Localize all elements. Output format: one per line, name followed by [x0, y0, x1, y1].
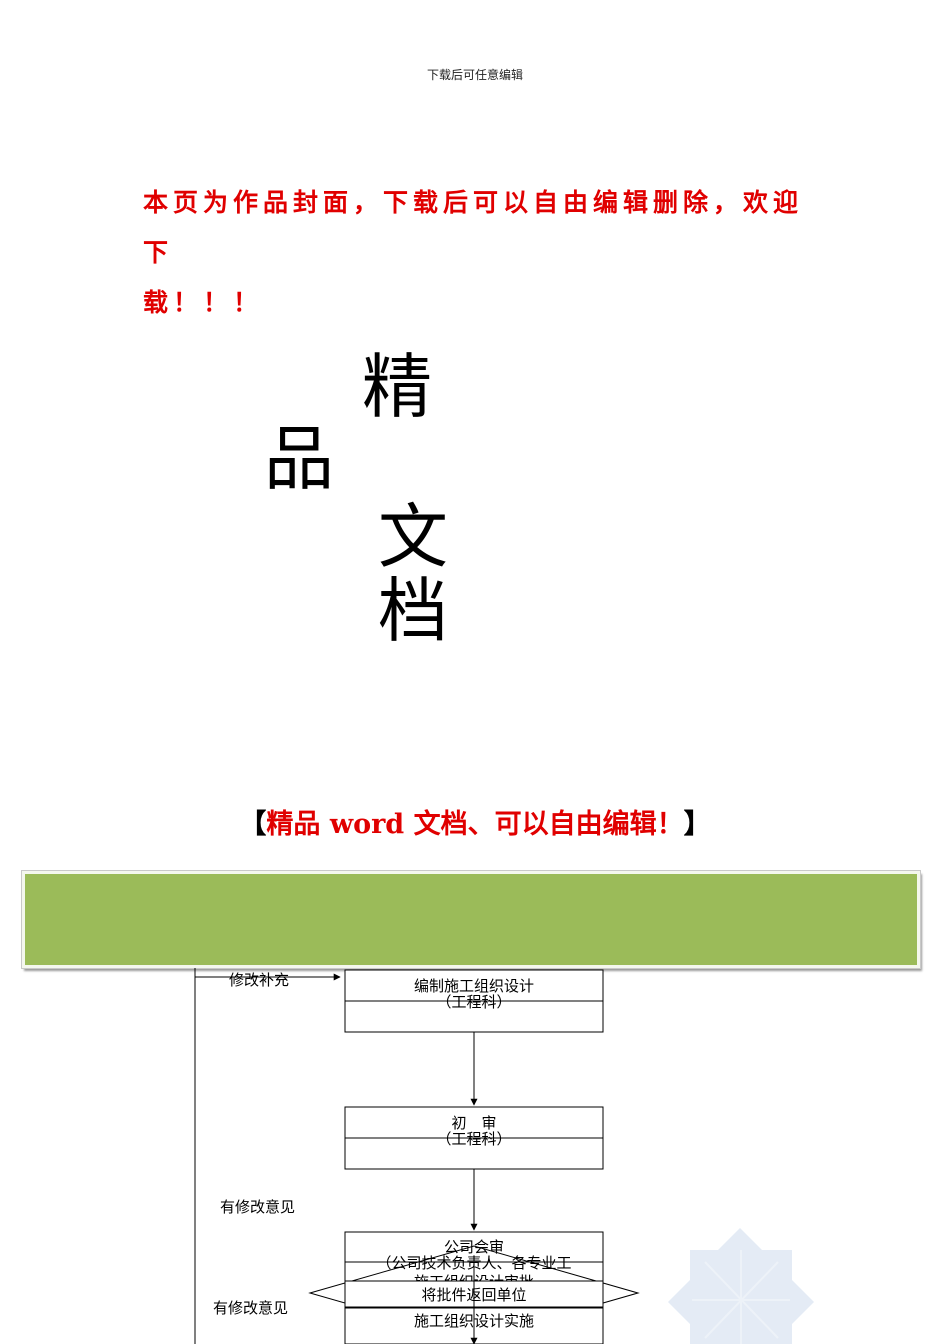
- green-banner: [22, 871, 920, 968]
- box-initial-review: [344, 1106, 604, 1170]
- tagline: 【精品 word 文档、可以自由编辑！】: [0, 802, 950, 841]
- box-compile-plan: [344, 969, 604, 1033]
- title-char-2: 品: [264, 418, 334, 500]
- box1-title: 编制施工组织设计: [414, 977, 534, 995]
- tagline-text: 精品 word 文档、可以自由编辑！: [266, 809, 684, 840]
- title-char-1: 精: [362, 346, 432, 428]
- side-label-2: 有修改意见: [213, 1299, 288, 1317]
- tagline-open-bracket: 【: [239, 809, 267, 840]
- cover-notice: 本页为作品封面，下载后可以自由编辑删除，欢迎下 载！！！: [143, 178, 823, 328]
- loop-label: 修改补充: [229, 971, 289, 989]
- title-char-4: 档: [378, 570, 448, 652]
- cover-notice-line-2: 载！！！: [143, 288, 264, 317]
- snowflake-watermark-detail: [692, 1250, 790, 1344]
- side-label-1: 有修改意见: [220, 1198, 295, 1216]
- tagline-close-bracket: 】: [683, 809, 711, 840]
- title-char-3: 文: [378, 496, 448, 578]
- box1-sub: （工程科）: [436, 993, 511, 1011]
- box2-sub: （工程科）: [436, 1130, 511, 1148]
- box3-title: 公司会审: [444, 1238, 504, 1256]
- loop-line: [194, 968, 341, 1344]
- snowflake-watermark-icon: [668, 1228, 814, 1344]
- box2-title: 初 审: [451, 1114, 496, 1132]
- header-note: 下载后可任意编辑: [426, 68, 523, 82]
- cover-notice-line-1: 本页为作品封面，下载后可以自由编辑删除，欢迎下: [143, 188, 804, 267]
